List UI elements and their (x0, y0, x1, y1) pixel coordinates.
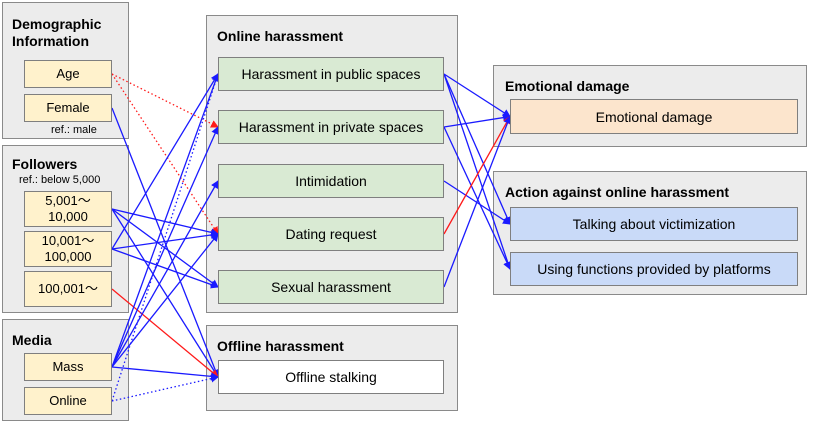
node-followers-100001: 100,001〜 (24, 271, 112, 307)
node-offline-stalking: Offline stalking (218, 360, 444, 394)
group-title-offline-harassment: Offline harassment (217, 338, 344, 354)
node-sexual-harassment: Sexual harassment (218, 270, 444, 304)
ref-note-followers: ref.: below 5,000 (19, 174, 101, 186)
ref-note-demographic: ref.: male (51, 124, 97, 136)
group-title-followers: Followers (12, 156, 78, 172)
node-followers-10001: 10,001〜 100,000 (24, 231, 112, 267)
node-intimidation: Intimidation (218, 164, 444, 198)
group-title-emotional-damage: Emotional damage (505, 78, 630, 94)
node-online-media: Online (24, 387, 112, 415)
node-followers-5001: 5,001〜 10,000 (24, 191, 112, 227)
group-title-media: Media (12, 332, 52, 348)
node-female: Female (24, 94, 112, 122)
node-private-spaces: Harassment in private spaces (218, 110, 444, 144)
node-public-spaces: Harassment in public spaces (218, 57, 444, 91)
node-platform-functions: Using functions provided by platforms (510, 252, 798, 286)
node-talking-victimization: Talking about victimization (510, 207, 798, 241)
node-age: Age (24, 60, 112, 88)
node-mass: Mass (24, 353, 112, 381)
group-title-demographic: Demographic Information (12, 16, 102, 49)
group-title-online-harassment: Online harassment (217, 28, 344, 44)
node-dating-request: Dating request (218, 217, 444, 251)
group-title-action: Action against online harassment (505, 184, 730, 200)
node-emotional-damage: Emotional damage (510, 99, 798, 134)
